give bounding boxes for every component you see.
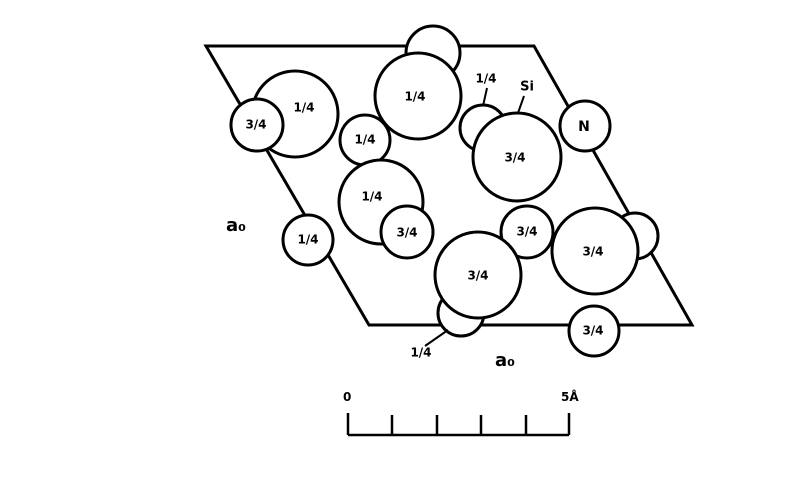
- atom-label: 3/4: [467, 269, 488, 283]
- scale-bar: 0 5Å: [343, 389, 579, 437]
- atom-a14: 3/4: [550, 206, 640, 296]
- atom-a17: 3/4: [567, 304, 621, 358]
- atom-label: 3/4: [504, 151, 525, 165]
- scale-start-label: 0: [343, 390, 351, 404]
- atom-label: 3/4: [582, 245, 603, 259]
- upper-quarter-label: 1/4: [475, 72, 496, 86]
- atom-label: 1/4: [354, 133, 375, 147]
- atom-label: 1/4: [293, 101, 314, 115]
- axis-label-left: a₀: [226, 215, 246, 236]
- atom-label: N: [578, 119, 590, 135]
- lower-quarter-label: 1/4: [410, 346, 431, 360]
- atom-label: 3/4: [516, 225, 537, 239]
- atom-label: 1/4: [361, 190, 382, 204]
- atom-a11: 1/4: [281, 213, 335, 267]
- atom-label: 3/4: [396, 226, 417, 240]
- atom-a8: N: [558, 99, 612, 153]
- atom-a4: 3/4: [229, 97, 285, 153]
- leader-upper-quarter: [482, 87, 488, 107]
- scale-end-label: 5Å: [561, 389, 579, 404]
- atom-a12: 3/4: [499, 204, 555, 260]
- leader-lower-quarter: [424, 329, 449, 347]
- atom-label: 3/4: [582, 324, 603, 338]
- atom-a5: 1/4: [338, 113, 392, 167]
- atom-a16: 3/4: [433, 230, 523, 320]
- atom-a7: 3/4: [471, 111, 563, 203]
- atom-label: 1/4: [404, 90, 425, 104]
- atom-a2: 1/4: [373, 51, 463, 141]
- atom-label: 3/4: [245, 118, 266, 132]
- si-label: Si: [520, 80, 534, 95]
- atom-label: 1/4: [297, 233, 318, 247]
- atom-a10: 3/4: [379, 204, 435, 260]
- axis-label-bottom: a₀: [495, 350, 515, 371]
- leader-si: [517, 95, 525, 114]
